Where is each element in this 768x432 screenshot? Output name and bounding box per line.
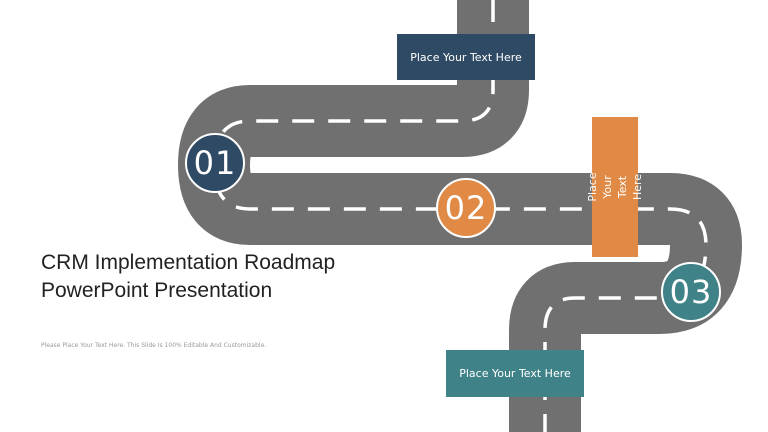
slide-subtitle: Please Place Your Text Here. This Slide … [41, 342, 267, 349]
road-center-dashes [212, 0, 708, 432]
slide-title-line-1: CRM Implementation Roadmap [41, 251, 336, 274]
callout-3-text: Place Your Text Here [459, 367, 571, 380]
milestone-03-number: 03 [669, 273, 713, 311]
slide-title: CRM Implementation Roadmap PowerPoint Pr… [41, 249, 401, 305]
callout-2: Place Your Text Here [586, 117, 644, 257]
milestone-01-number: 01 [193, 144, 237, 182]
milestone-badge-01: 01 [185, 133, 245, 193]
milestone-badge-02: 02 [436, 178, 496, 238]
callout-1-text: Place Your Text Here [410, 50, 522, 64]
milestone-badge-03: 03 [661, 262, 721, 322]
milestone-02-number: 02 [444, 189, 488, 227]
slide-title-line-2: PowerPoint Presentation [41, 279, 273, 302]
callout-3: Place Your Text Here [446, 350, 584, 397]
callout-1: Place Your Text Here [397, 34, 535, 80]
callout-2-text: Place Your Text Here [586, 172, 644, 202]
